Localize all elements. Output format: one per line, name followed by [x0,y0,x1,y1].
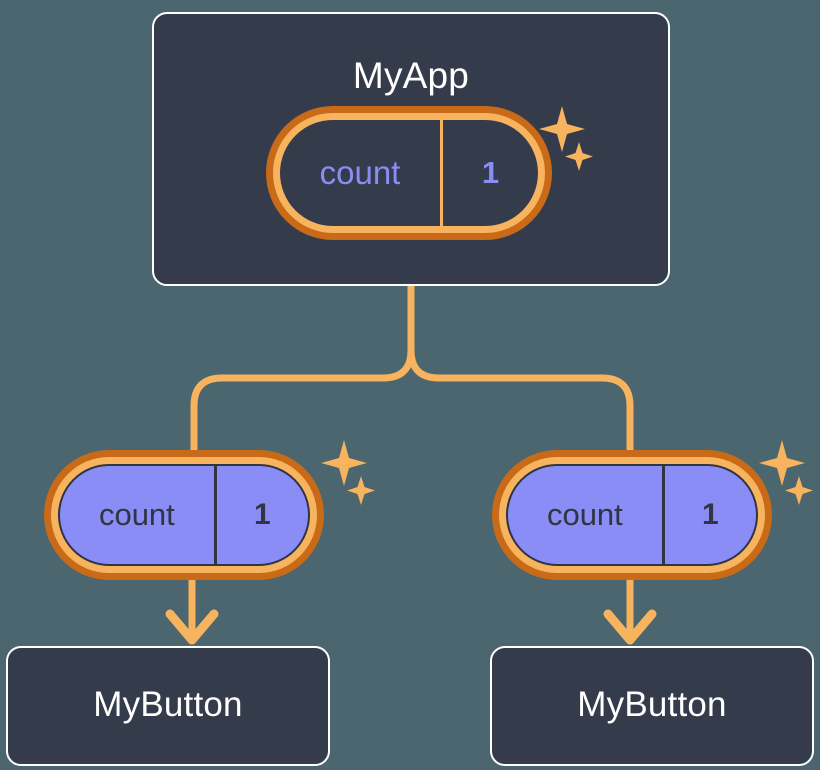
state-key-label: count [98,497,175,532]
state-key-label: count [546,497,623,532]
state-value-label: 1 [213,466,308,564]
sparkle-icon [321,440,375,505]
state-value-label: 1 [439,120,538,226]
state-pill-face: count 1 [280,120,538,226]
state-pill-inner-ring: count 1 [499,457,765,573]
arrow-left-state-to-button [165,574,219,645]
card-title-mybutton: MyButton [577,685,727,724]
state-pill-left[interactable]: count 1 [44,450,324,580]
state-pill-myapp[interactable]: count 1 [266,106,552,240]
component-card-mybutton-left[interactable]: MyButton [6,646,330,766]
card-title-myapp: MyApp [352,55,470,96]
state-pill-right[interactable]: count 1 [492,450,772,580]
card-title-mybutton: MyButton [93,685,243,724]
state-pill-face: count 1 [58,464,310,566]
state-pill-inner-ring: count 1 [273,113,545,233]
arrow-right-state-to-button [603,574,657,645]
state-key-label: count [319,154,401,191]
state-value-label: 1 [661,466,756,564]
state-pill-inner-ring: count 1 [51,457,317,573]
state-pill-face: count 1 [506,464,758,566]
component-card-mybutton-right[interactable]: MyButton [490,646,814,766]
edge-myapp-to-children [190,282,634,456]
